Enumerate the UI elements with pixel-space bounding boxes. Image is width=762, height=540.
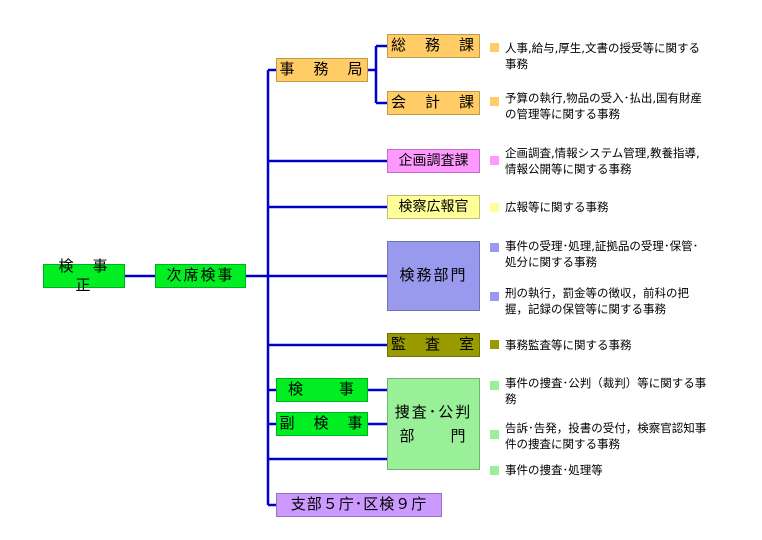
bullet-investigation-3	[490, 466, 499, 475]
bullet-general-affairs	[490, 43, 499, 52]
bullet-investigation-1	[490, 381, 499, 390]
pr-officer-description: 広報等に関する事務	[505, 200, 609, 214]
bullet-investigation-2	[490, 430, 499, 439]
general-affairs-box: 総 務 課	[387, 34, 480, 58]
bullet-prosecution-1	[490, 243, 499, 252]
prosecutor-box: 検 事	[276, 378, 368, 402]
general-affairs-description: 人事,給与,厚生,文書の授受等に関する 事務	[505, 41, 700, 71]
investigation-description-1: 事件の捜査･公判（裁判）等に関する事 務	[505, 376, 707, 406]
accounting-box: 会 計 課	[387, 91, 480, 115]
audit-description: 事務監査等に関する事務	[505, 338, 632, 352]
bullet-audit	[490, 340, 499, 349]
planning-research-box: 企画調査課	[387, 149, 480, 173]
investigation-trial-box: 捜査･公判 部 門	[387, 378, 480, 470]
accounting-description: 予算の執行,物品の受入･払出,国有財産 の管理等に関する事務	[505, 91, 703, 121]
deputy-chief-prosecutor-box: 次席検事	[155, 264, 246, 288]
bullet-planning	[490, 156, 499, 165]
investigation-description-3: 事件の捜査･処理等	[505, 463, 603, 477]
prosecution-affairs-box: 検務部門	[387, 241, 480, 311]
audit-office-box: 監 査 室	[387, 333, 480, 357]
branch-offices-box: 支部５庁･区検９庁	[276, 493, 442, 517]
secretariat-box: 事 務 局	[276, 58, 368, 82]
prosecution-description-1: 事件の受理･処理,証拠品の受理･保管･ 処分に関する事務	[505, 239, 699, 269]
bullet-prosecution-2	[490, 292, 499, 301]
chief-prosecutor-box: 検 事 正	[43, 257, 125, 294]
planning-description: 企画調査,情報システム管理,教養指導, 情報公開等に関する事務	[505, 146, 700, 176]
pr-officer-box: 検察広報官	[387, 195, 480, 219]
assistant-prosecutor-box: 副 検 事	[276, 412, 368, 436]
prosecution-description-2: 刑の執行，罰金等の徴収，前科の把 握，記録の保管等に関する事務	[505, 286, 689, 316]
bullet-accounting	[490, 97, 499, 106]
bullet-pr-officer	[490, 203, 499, 212]
investigation-description-2: 告訴･告発，投書の受付，検察官認知事 件の捜査に関する事務	[505, 421, 707, 451]
